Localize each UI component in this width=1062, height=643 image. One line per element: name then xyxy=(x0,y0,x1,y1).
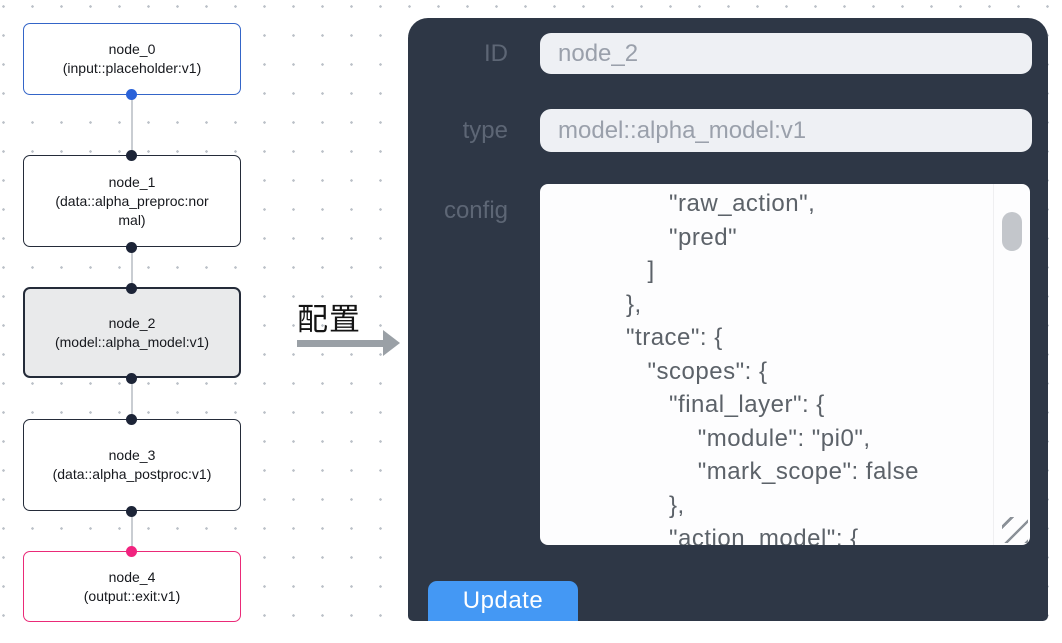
node-subtitle: (input::placeholder:v1) xyxy=(62,60,202,76)
flow-node-node3[interactable]: node_3 (data::alpha_postproc:v1) xyxy=(23,419,241,511)
id-input[interactable] xyxy=(540,33,1032,74)
id-field-label: ID xyxy=(484,40,508,67)
node-config-panel: ID type config "raw_action", "pred" ] },… xyxy=(408,18,1048,621)
edge-node0-node1 xyxy=(131,95,133,155)
config-field-label: config xyxy=(443,197,508,224)
port-node4-in[interactable] xyxy=(126,546,137,557)
edge-node1-node2 xyxy=(131,247,133,288)
node-title: node_3 xyxy=(108,447,156,463)
update-button-label: Update xyxy=(462,587,544,614)
flow-node-node2-selected[interactable]: node_2 (model::alpha_model:v1) xyxy=(23,287,241,378)
config-textarea[interactable]: "raw_action", "pred" ] }, "trace": { "sc… xyxy=(540,184,1030,545)
node-title: node_0 xyxy=(108,41,156,57)
type-input[interactable] xyxy=(540,109,1032,152)
type-field-label: type xyxy=(462,117,508,144)
port-node3-in[interactable] xyxy=(126,414,137,425)
port-node0-out[interactable] xyxy=(126,89,137,100)
port-node3-out[interactable] xyxy=(126,506,137,517)
resize-grip-icon[interactable] xyxy=(1002,517,1028,543)
node-subtitle: (output::exit:v1) xyxy=(83,587,181,604)
flow-node-node1[interactable]: node_1 (data::alpha_preproc:normal) xyxy=(23,155,241,247)
port-node2-in[interactable] xyxy=(126,283,137,294)
node-subtitle: (model::alpha_model:v1) xyxy=(54,333,210,350)
configure-label: 配置 xyxy=(297,302,361,337)
node-subtitle: (data::alpha_postproc:v1) xyxy=(52,466,212,482)
port-node1-out[interactable] xyxy=(126,242,137,253)
update-button[interactable]: Update xyxy=(428,581,578,621)
node-title: node_2 xyxy=(108,314,156,331)
scrollbar-track xyxy=(993,184,994,545)
scrollbar-thumb[interactable] xyxy=(1002,212,1022,251)
arrow-shaft xyxy=(297,340,384,347)
edge-node3-node4 xyxy=(131,511,133,551)
flow-node-node0[interactable]: node_0 (input::placeholder:v1) xyxy=(23,23,241,95)
port-node1-in[interactable] xyxy=(126,150,137,161)
flow-node-node4[interactable]: node_4 (output::exit:v1) xyxy=(23,551,241,622)
arrow-right-icon xyxy=(383,330,400,356)
node-title: node_1 xyxy=(108,173,156,190)
node-subtitle: (data::alpha_preproc:normal) xyxy=(55,192,209,228)
edge-node2-node3 xyxy=(131,378,133,419)
config-json-text: "raw_action", "pred" ] }, "trace": { "sc… xyxy=(626,190,919,545)
node-title: node_4 xyxy=(108,568,156,585)
port-node2-out[interactable] xyxy=(126,373,137,384)
